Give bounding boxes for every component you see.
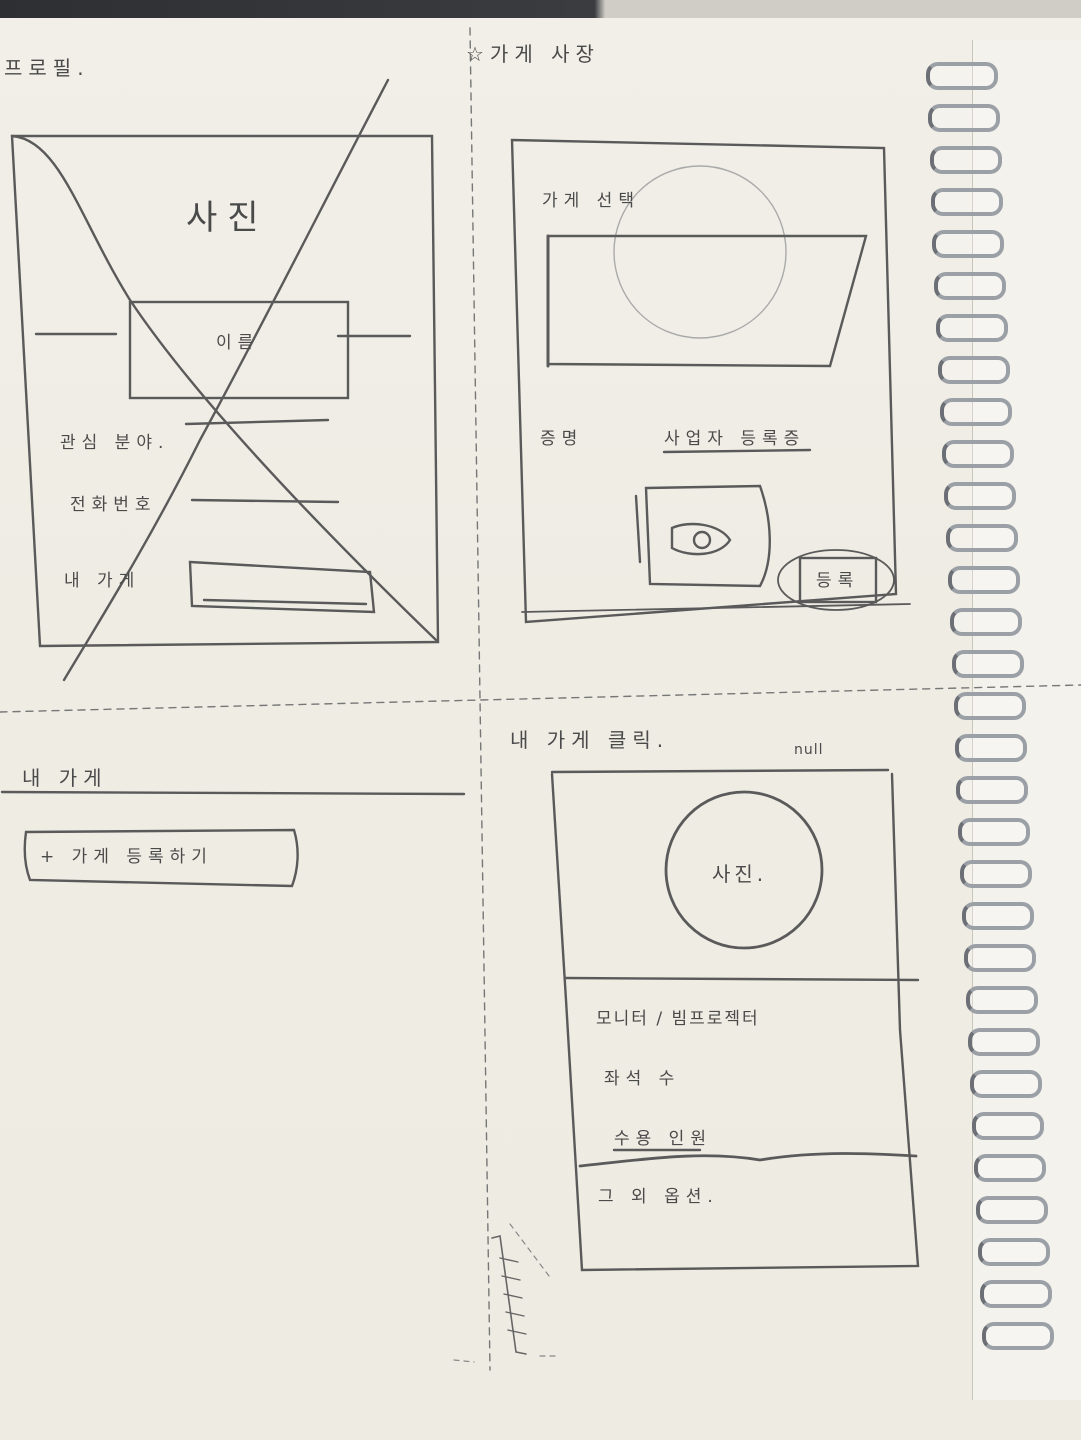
desk-background [0,0,1081,22]
owner-camera-lens-icon [692,530,712,550]
binding-ring [938,356,1010,384]
vertical-divider [469,27,491,1371]
owner-select-store-label: 가게 선택 [542,191,640,211]
owner-camera-icon [670,522,732,556]
detail-header-line [550,768,890,774]
binding-ring [940,398,1012,426]
binding-ring [936,314,1008,342]
profile-my-store-label: 내 가게 [64,571,141,591]
my-store-click-section-title: 내 가게 클릭. [510,728,670,752]
detail-other-options-label: 그 외 옵션. [598,1187,719,1207]
owner-photo-upload-box [644,484,771,588]
owner-business-reg-label: 사업자 등록증 [664,429,806,449]
binding-ring [976,1196,1048,1224]
detail-photo-divider [564,976,920,982]
store-owner-section-title: ☆가게 사장 [466,42,600,66]
detail-seats-label: 좌석 수 [604,1069,681,1089]
next-notebook-page [972,40,1081,1400]
detail-capacity-label: 수용 인원 [614,1129,712,1149]
profile-phone-line [190,498,340,504]
my-store-section-title: 내 가게 [22,766,108,790]
detail-options-divider [578,1152,918,1168]
binding-ring [982,1322,1054,1350]
profile-interests-line [184,418,330,426]
binding-ring [960,860,1032,888]
binding-ring [948,566,1020,594]
profile-phone-label: 전화번호 [70,495,157,515]
profile-store-box [188,560,376,614]
owner-proof-label: 증명 [540,429,584,449]
binding-ring [958,818,1030,846]
profile-photo-label: 사진 [186,198,269,238]
binding-ring [956,776,1028,804]
binding-ring [930,146,1002,174]
profile-cross-line-a [10,134,438,642]
binding-ring [978,1238,1050,1266]
detail-monitor-label: 모니터 / 빔프로젝터 [596,1009,760,1029]
owner-bottom-line [521,603,911,613]
horizontal-divider [0,684,1081,713]
notebook-page [0,18,1081,1440]
add-store-button-box [23,828,299,888]
owner-submit-label: 등록 [816,571,860,591]
binding-ring [970,1070,1042,1098]
zipper-guide-lines [453,1223,561,1363]
binding-ring [964,944,1036,972]
detail-photo-circle [664,790,824,950]
detail-wireframe-frame [550,772,920,1272]
add-store-button-label: + 가게 등록하기 [40,847,213,867]
zipper-teeth-icon [499,1257,527,1335]
owner-submit-circle [777,549,895,611]
binding-ring [928,104,1000,132]
binding-ring [946,524,1018,552]
binding-ring [972,1112,1044,1140]
binding-ring [954,692,1026,720]
owner-store-select-box [546,234,868,368]
binding-ring [934,272,1006,300]
detail-photo-label: 사진. [712,862,768,886]
profile-name-box [128,300,350,400]
binding-ring [926,62,998,90]
binding-ring [931,188,1003,216]
binding-ring [932,230,1004,258]
binding-ring [944,482,1016,510]
binding-ring [955,734,1027,762]
binding-ring [942,440,1014,468]
owner-business-reg-underline [662,448,812,454]
binding-ring [974,1154,1046,1182]
binding-ring [966,986,1038,1014]
zipper-icon [491,1235,527,1355]
owner-upload-box-edge [634,494,642,564]
owner-submit-button-box [798,556,878,604]
binding-ring [980,1280,1052,1308]
binding-ring [952,650,1024,678]
profile-name-label: 이름 [216,333,260,353]
my-store-header-line [0,790,466,796]
profile-section-title: 프로필. [4,56,90,80]
binding-ring [950,608,1022,636]
profile-store-underline [202,598,368,606]
owner-wireframe-frame [510,138,898,624]
binding-ring [962,902,1034,930]
detail-null-note: null [794,742,824,758]
owner-faint-circle [613,165,787,339]
binding-ring [968,1028,1040,1056]
profile-wireframe-frame [10,134,440,648]
profile-interests-label: 관심 분야. [60,433,170,453]
